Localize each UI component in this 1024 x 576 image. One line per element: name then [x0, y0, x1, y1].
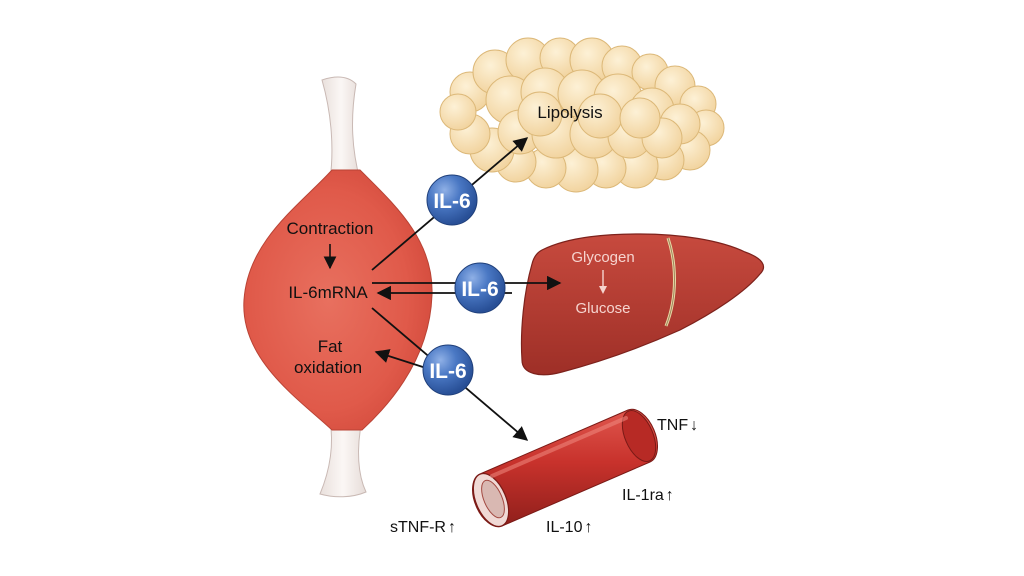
muscle-belly	[243, 169, 433, 431]
fat-oxidation-label-line2: oxidation	[294, 358, 362, 377]
vessel-tube	[472, 408, 658, 528]
adipose-tissue	[439, 37, 725, 193]
muscle-tendon-bottom	[319, 419, 367, 498]
liver-shape	[520, 233, 765, 376]
glucose-label: Glucose	[575, 300, 630, 317]
il6-badge-label: IL-6	[461, 278, 498, 301]
il6-mrna-label: IL-6mRNA	[288, 283, 368, 302]
il10-label: IL-10↑	[546, 519, 592, 536]
arrow-to-fat-oxidation	[374, 349, 427, 369]
liver: Glycogen Glucose	[520, 233, 765, 376]
fat-cell	[439, 93, 477, 131]
contraction-label: Contraction	[287, 219, 374, 238]
fat-cell	[517, 91, 563, 137]
stnfr-label: sTNF-R↑	[390, 519, 456, 536]
vessel-far-end	[621, 410, 657, 462]
il6-badge-vessel: IL-6	[422, 344, 474, 396]
fat-cell	[619, 97, 661, 139]
lipolysis-label: Lipolysis	[537, 103, 602, 122]
blood-vessel: TNF↓ IL-1ra↑ IL-10↑ sTNF-R↑	[390, 408, 698, 536]
tnf-label: TNF↓	[657, 417, 698, 434]
muscle-tendon-top	[321, 76, 361, 181]
fat-oxidation-label-line1: Fat	[318, 337, 343, 356]
il6-badge-label: IL-6	[433, 190, 470, 213]
muscle: Contraction IL-6mRNA Fat oxidation	[243, 76, 433, 498]
il1ra-label: IL-1ra↑	[622, 487, 674, 504]
glycogen-label: Glycogen	[571, 249, 634, 266]
il6-badge-liver: IL-6	[454, 262, 506, 314]
il6-badge-label: IL-6	[429, 360, 466, 383]
il6-badge-adipose: IL-6	[426, 174, 478, 226]
